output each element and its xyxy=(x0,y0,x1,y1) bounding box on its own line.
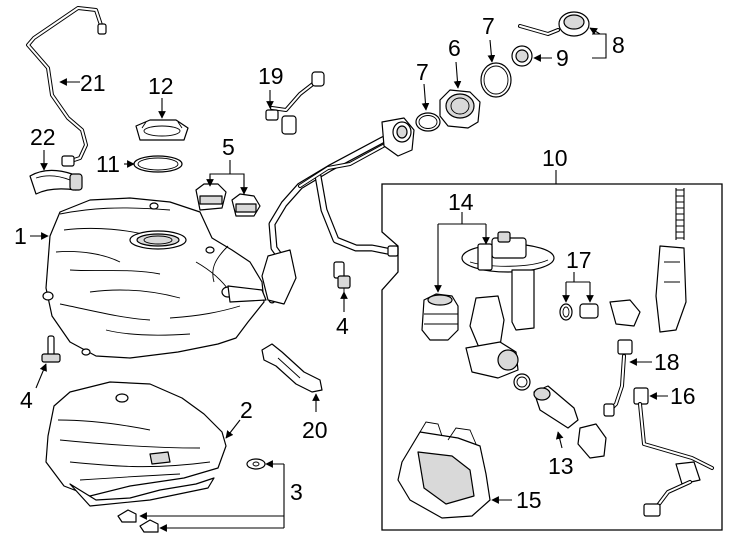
part-13-pump xyxy=(513,373,607,459)
callout-22: 22 xyxy=(30,124,56,150)
part-10-group-box xyxy=(381,183,723,531)
part-7-o-ring-right xyxy=(480,62,512,98)
leader-lines xyxy=(30,27,668,532)
callout-8: 8 xyxy=(612,32,625,58)
part-3-clips xyxy=(117,458,266,533)
callout-21: 21 xyxy=(80,70,106,96)
filler-pipe-assembly xyxy=(261,117,415,305)
callout-4-lower: 4 xyxy=(20,387,33,413)
part-1-fuel-tank xyxy=(42,197,267,359)
callout-3: 3 xyxy=(290,479,303,505)
callout-15: 15 xyxy=(516,487,542,513)
part-12-lock-ring xyxy=(135,119,189,141)
callout-7-right: 7 xyxy=(482,13,495,39)
part-5-valves xyxy=(195,183,261,217)
part-14-filter xyxy=(421,293,459,341)
callout-10: 10 xyxy=(542,145,568,171)
callout-20: 20 xyxy=(302,417,328,443)
part-4-valve-upper xyxy=(333,261,351,292)
callout-2: 2 xyxy=(240,397,253,423)
callout-13: 13 xyxy=(548,453,574,479)
part-19-connector-hose xyxy=(265,71,325,135)
callout-6: 6 xyxy=(448,35,461,61)
part-21-vapor-line xyxy=(26,6,107,167)
part-16-sender-harness xyxy=(633,387,714,517)
callout-16: 16 xyxy=(670,383,696,409)
callout-5: 5 xyxy=(222,134,235,160)
part-11-gasket xyxy=(133,155,183,173)
part-6-filler-housing xyxy=(439,89,481,129)
part-22-hose xyxy=(29,169,83,195)
callout-12: 12 xyxy=(148,73,174,99)
part-8-fuel-cap xyxy=(518,11,590,37)
callout-labels: 21 12 22 11 5 19 1 4 4 2 20 3 7 6 7 8 9 … xyxy=(14,13,696,513)
part-7-o-ring-left xyxy=(415,112,441,132)
part-20-breather xyxy=(261,343,323,393)
sender-rod xyxy=(655,188,687,333)
callout-18: 18 xyxy=(654,349,680,375)
part-17-fittings xyxy=(559,299,641,327)
callout-11: 11 xyxy=(96,151,120,177)
part-14-pump-module xyxy=(461,231,555,379)
part-9-seal xyxy=(511,45,533,67)
callout-4-upper: 4 xyxy=(336,313,349,339)
part-2-shield xyxy=(45,381,227,507)
callout-17: 17 xyxy=(566,247,592,273)
callout-7-left: 7 xyxy=(416,59,429,85)
part-15-bracket xyxy=(397,421,491,519)
callout-14: 14 xyxy=(448,189,474,215)
callout-1: 1 xyxy=(14,223,27,249)
callout-9: 9 xyxy=(556,45,569,71)
callout-19: 19 xyxy=(258,63,284,89)
part-4-bolt-lower xyxy=(41,335,61,363)
part-18-harness xyxy=(603,339,633,417)
